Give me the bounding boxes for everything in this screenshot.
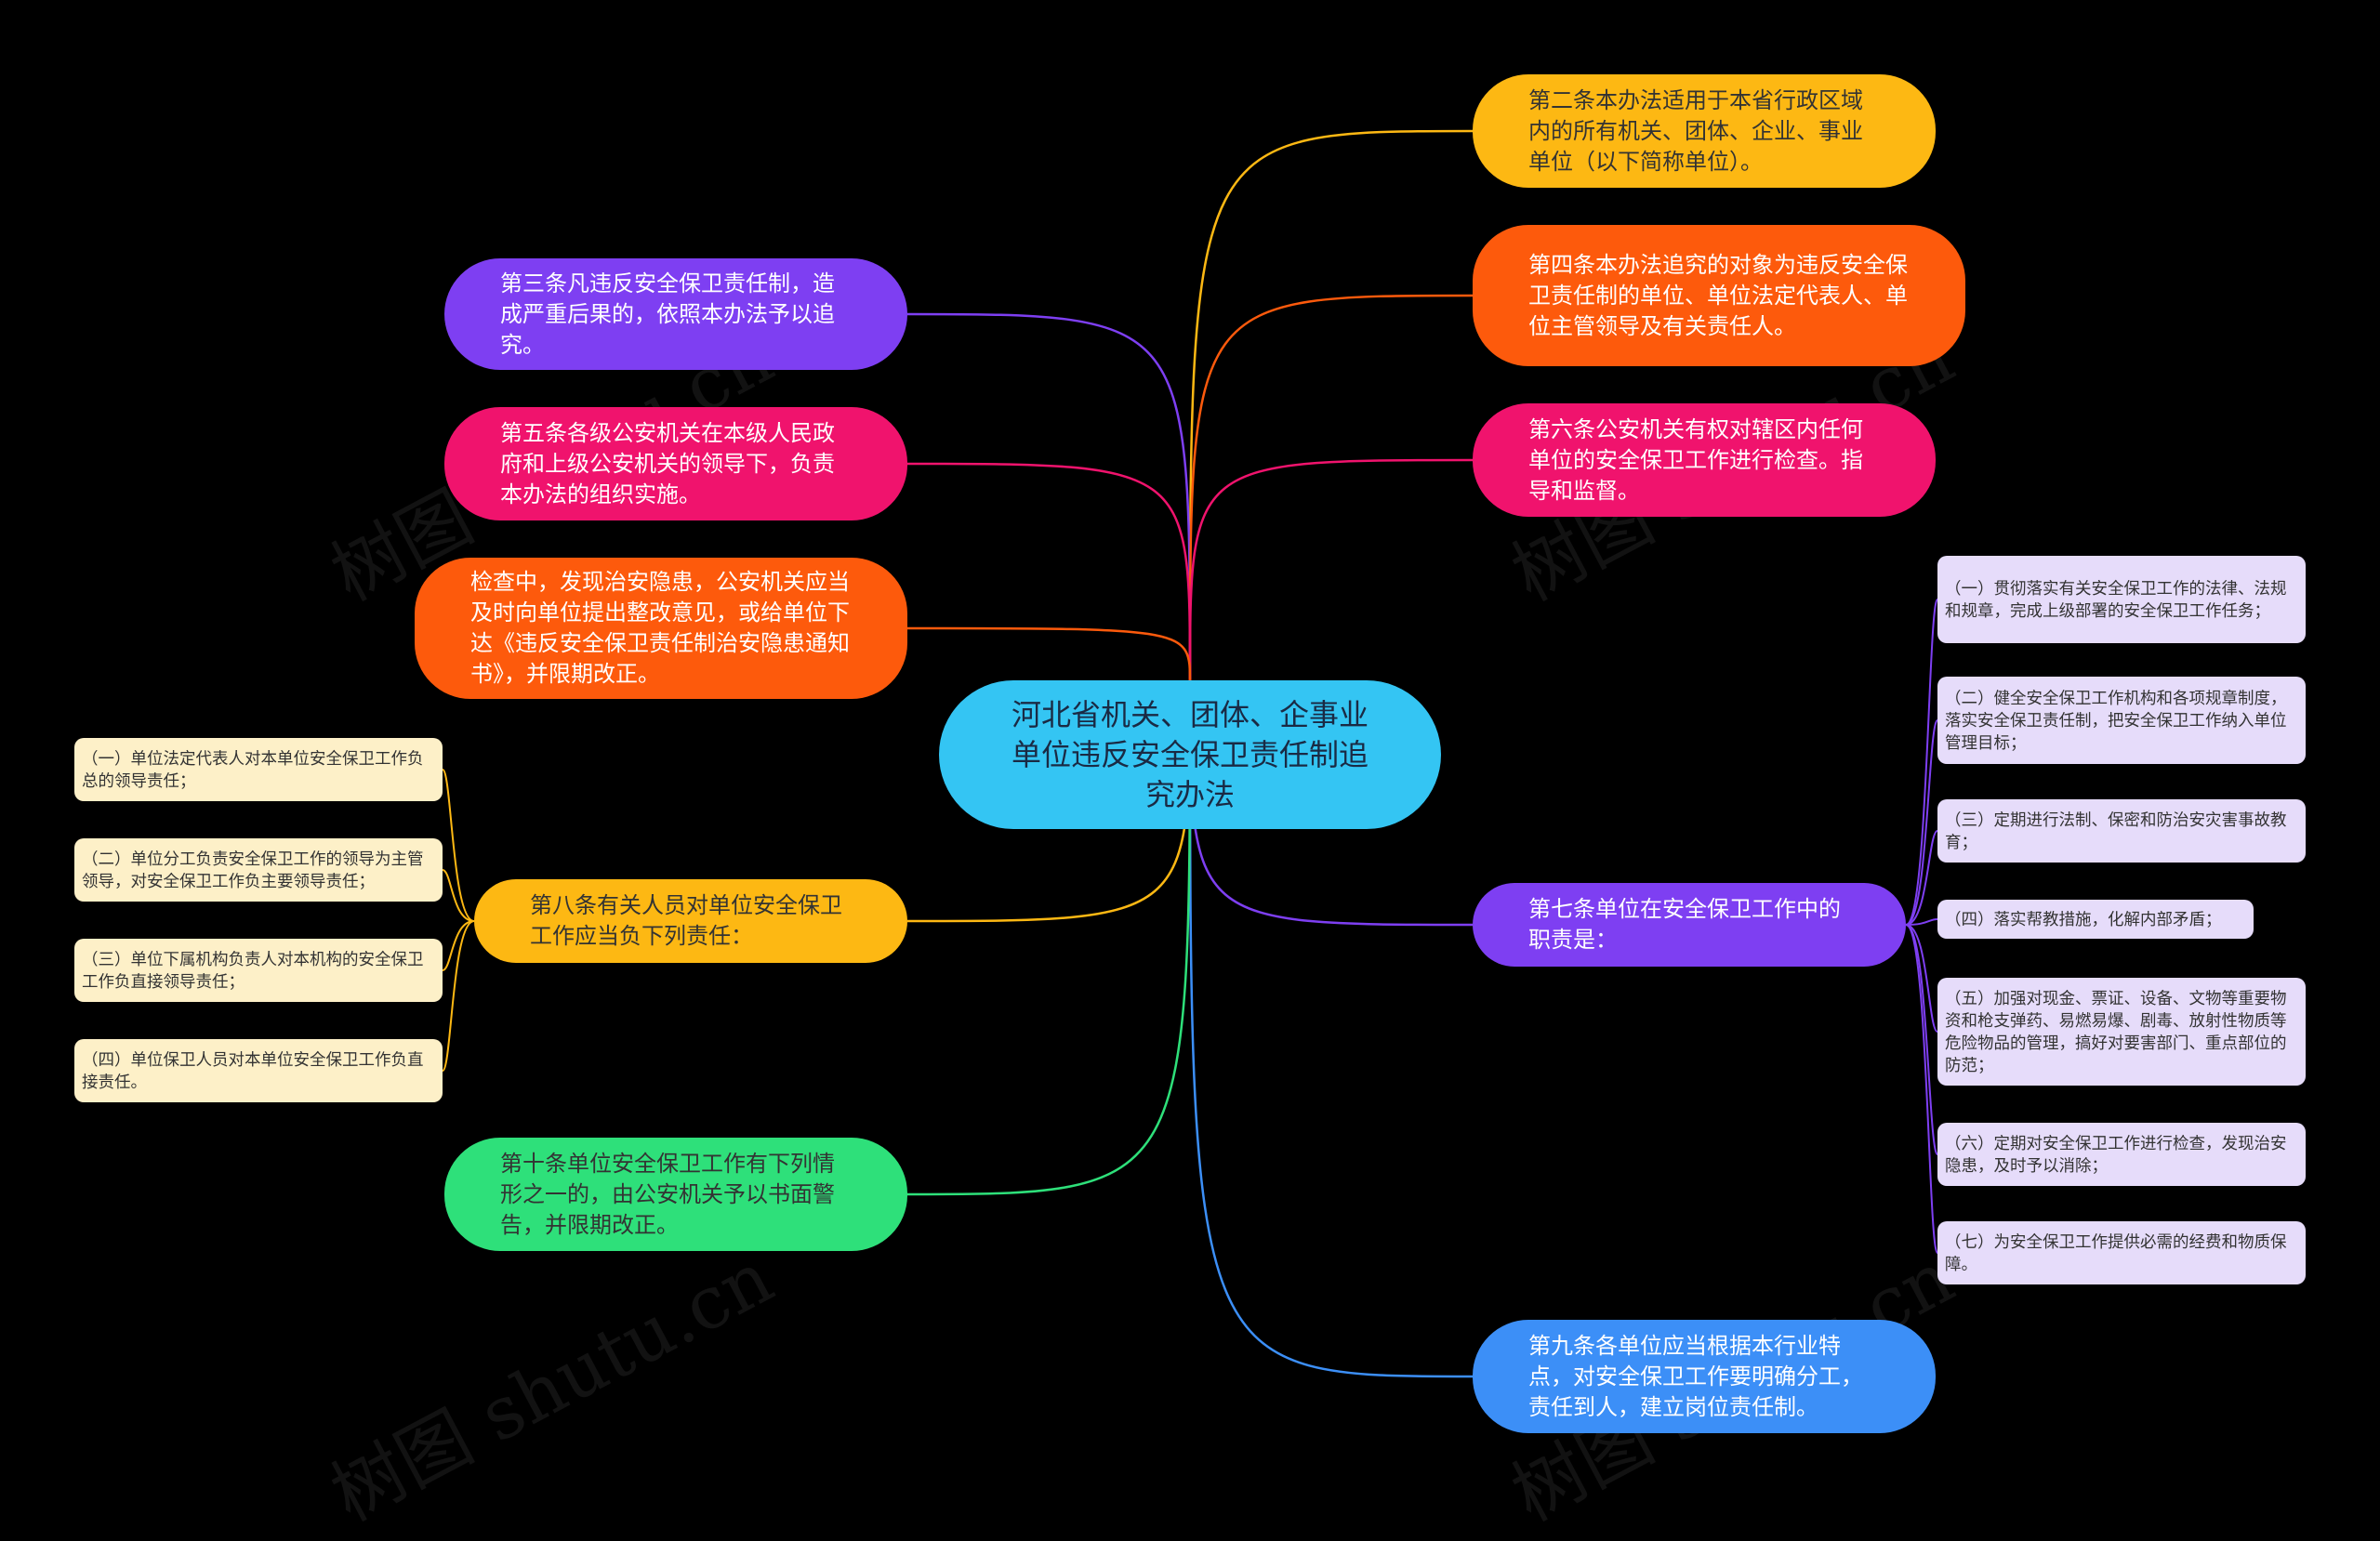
article-3-text: 第三条凡违反安全保卫责任制，造成严重后果的，依照本办法予以追究。 — [500, 270, 835, 358]
branch-connector — [906, 312, 1192, 683]
leaf-connector — [442, 869, 475, 922]
article-7-duty-item[interactable]: （五）加强对现金、票证、设备、文物等重要物资和枪支弹药、易燃易爆、剧毒、放射性物… — [1937, 978, 2306, 1086]
article-8-text: 第八条有关人员对单位安全保卫工作应当负下列责任： — [530, 893, 842, 949]
leaf-connector — [442, 769, 475, 922]
article-2-node[interactable]: 第二条本办法适用于本省行政区域内的所有机关、团体、企业、事业单位（以下简称单位）… — [1473, 74, 1936, 188]
article-4-text: 第四条本办法追究的对象为违反安全保卫责任制的单位、单位法定代表人、单位主管领导及… — [1528, 252, 1908, 339]
responsibility-item-text: （二）单位分工负责安全保卫工作的领导为主管领导，对安全保卫工作负主要领导责任； — [82, 850, 424, 890]
leaf-connector — [442, 920, 475, 971]
inspection-rectification-text: 检查中，发现治安隐患，公安机关应当及时向单位提出整改意见，或给单位下达《违反安全… — [470, 570, 850, 687]
root-topic[interactable]: 河北省机关、团体、企事业单位违反安全保卫责任制追究办法 — [939, 680, 1441, 829]
branch-connector — [906, 626, 1192, 683]
duty-item-text: （四）落实帮教措施，化解内部矛盾； — [1945, 910, 2222, 929]
connector-lines — [442, 129, 1938, 1378]
article-7-duty-item[interactable]: （四）落实帮教措施，化解内部矛盾； — [1937, 900, 2254, 939]
article-7-text: 第七条单位在安全保卫工作中的职责是： — [1528, 897, 1841, 953]
article-5-text: 第五条各级公安机关在本级人民政府和上级公安机关的领导下，负责本办法的组织实施。 — [500, 420, 835, 507]
article-2-text: 第二条本办法适用于本省行政区域内的所有机关、团体、企业、事业单位（以下简称单位）… — [1528, 87, 1863, 175]
article-3-node[interactable]: 第三条凡违反安全保卫责任制，造成严重后果的，依照本办法予以追究。 — [444, 258, 907, 370]
branch-connector — [906, 462, 1192, 683]
article-8-responsibility-item[interactable]: （四）单位保卫人员对本单位安全保卫工作负直接责任。 — [74, 1039, 443, 1102]
responsibility-item-text: （一）单位法定代表人对本单位安全保卫工作负总的领导责任； — [82, 749, 424, 790]
duty-item-text: （六）定期对安全保卫工作进行检查，发现治安隐患，及时予以消除； — [1945, 1134, 2287, 1175]
branch-connector — [1188, 129, 1474, 683]
article-9-node[interactable]: 第九条各单位应当根据本行业特点，对安全保卫工作要明确分工，责任到人，建立岗位责任… — [1473, 1320, 1936, 1433]
leaf-connector — [1905, 719, 1938, 926]
duty-item-text: （一）贯彻落实有关安全保卫工作的法律、法规和规章，完成上级部署的安全保卫工作任务… — [1945, 579, 2287, 620]
article-7-duty-item[interactable]: （二）健全安全保卫工作机构和各项规章制度，落实安全保卫责任制，把安全保卫工作纳入… — [1937, 677, 2306, 764]
responsibility-item-text: （四）单位保卫人员对本单位安全保卫工作负直接责任。 — [82, 1050, 424, 1091]
duty-item-text: （七）为安全保卫工作提供必需的经费和物质保障。 — [1945, 1232, 2287, 1273]
leaf-connector — [1905, 924, 1938, 1254]
article-7-duty-item[interactable]: （七）为安全保卫工作提供必需的经费和物质保障。 — [1937, 1221, 2306, 1284]
leaf-connector — [1905, 599, 1938, 926]
leaf-connector — [1905, 830, 1938, 926]
article-8-responsibility-item[interactable]: （二）单位分工负责安全保卫工作的领导为主管领导，对安全保卫工作负主要领导责任； — [74, 838, 443, 902]
duty-item-text: （三）定期进行法制、保密和防治安灾害事故教育； — [1945, 810, 2287, 851]
branch-connector — [906, 681, 1192, 1196]
leaf-connector — [442, 920, 475, 1072]
article-7-duty-item[interactable]: （三）定期进行法制、保密和防治安灾害事故教育； — [1937, 799, 2306, 863]
branch-connector — [1188, 294, 1474, 683]
article-8-responsibility-item[interactable]: （三）单位下属机构负责人对本机构的安全保卫工作负直接领导责任； — [74, 939, 443, 1002]
inspection-rectification-node[interactable]: 检查中，发现治安隐患，公安机关应当及时向单位提出整改意见，或给单位下达《违反安全… — [415, 558, 907, 699]
duty-item-text: （五）加强对现金、票证、设备、文物等重要物资和枪支弹药、易燃易爆、剧毒、放射性物… — [1945, 989, 2287, 1074]
responsibility-item-text: （三）单位下属机构负责人对本机构的安全保卫工作负直接领导责任； — [82, 950, 424, 991]
leaf-connector — [1905, 918, 1938, 926]
article-7-duty-item[interactable]: （一）贯彻落实有关安全保卫工作的法律、法规和规章，完成上级部署的安全保卫工作任务… — [1937, 556, 2306, 643]
article-5-node[interactable]: 第五条各级公安机关在本级人民政府和上级公安机关的领导下，负责本办法的组织实施。 — [444, 407, 907, 520]
root-topic-text: 河北省机关、团体、企事业单位违反安全保卫责任制追究办法 — [1011, 697, 1368, 811]
article-8-node[interactable]: 第八条有关人员对单位安全保卫工作应当负下列责任： — [474, 879, 907, 963]
article-7-duty-item[interactable]: （六）定期对安全保卫工作进行检查，发现治安隐患，及时予以消除； — [1937, 1123, 2306, 1186]
article-4-node[interactable]: 第四条本办法追究的对象为违反安全保卫责任制的单位、单位法定代表人、单位主管领导及… — [1473, 225, 1965, 366]
article-10-text: 第十条单位安全保卫工作有下列情形之一的，由公安机关予以书面警告，并限期改正。 — [500, 1151, 835, 1238]
branch-connector — [1188, 681, 1474, 1378]
article-6-node[interactable]: 第六条公安机关有权对辖区内任何单位的安全保卫工作进行检查。指导和监督。 — [1473, 403, 1936, 517]
branch-connector — [1188, 458, 1474, 683]
article-10-node[interactable]: 第十条单位安全保卫工作有下列情形之一的，由公安机关予以书面警告，并限期改正。 — [444, 1138, 907, 1251]
article-9-text: 第九条各单位应当根据本行业特点，对安全保卫工作要明确分工，责任到人，建立岗位责任… — [1528, 1333, 1863, 1420]
leaf-connector — [1905, 924, 1938, 1155]
article-8-responsibility-item[interactable]: （一）单位法定代表人对本单位安全保卫工作负总的领导责任； — [74, 738, 443, 801]
article-6-text: 第六条公安机关有权对辖区内任何单位的安全保卫工作进行检查。指导和监督。 — [1528, 416, 1863, 504]
duty-item-text: （二）健全安全保卫工作机构和各项规章制度，落实安全保卫责任制，把安全保卫工作纳入… — [1945, 689, 2287, 752]
leaf-connector — [1905, 924, 1938, 1033]
article-7-node[interactable]: 第七条单位在安全保卫工作中的职责是： — [1473, 883, 1906, 967]
